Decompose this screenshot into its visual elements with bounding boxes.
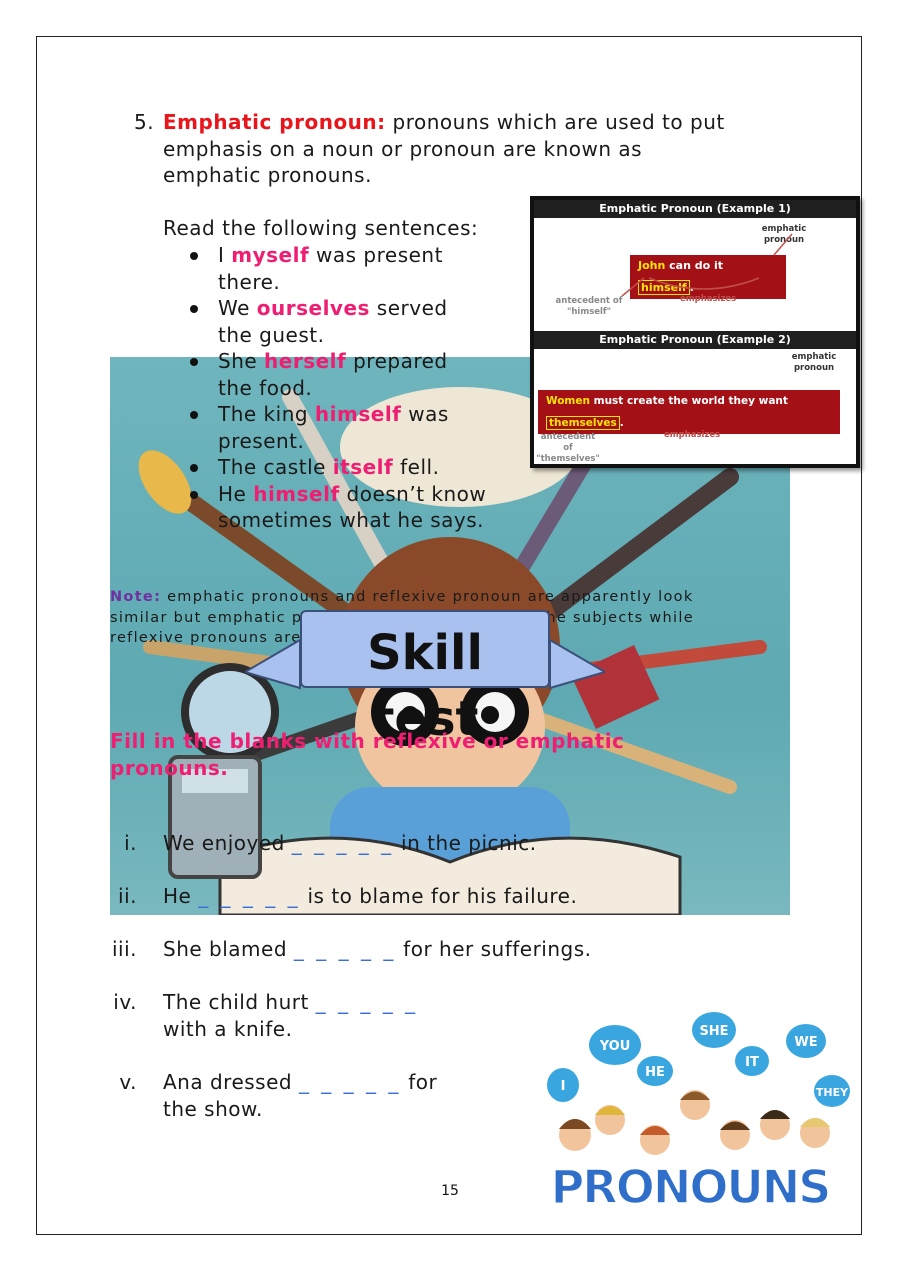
section-number: 5. [134, 110, 155, 134]
bubble-i: I [561, 1079, 566, 1094]
emphatic-word: herself [264, 349, 347, 373]
bubble-we: WE [794, 1035, 817, 1050]
emphatic-pronoun-examples-image: Emphatic Pronoun (Example 1) emphatic pr… [530, 196, 860, 468]
pronouns-word: PRONOUNS [551, 1160, 830, 1214]
page-number: 15 [441, 1183, 459, 1199]
list-item: The castle itself fell. [190, 454, 500, 481]
exercise-item: He _ _ _ _ _ is to blame for his failure… [163, 884, 578, 908]
bullet-icon [190, 358, 198, 366]
item-number: iii. [111, 937, 137, 961]
example-2-emphatic-label: emphatic pronoun [791, 352, 837, 373]
reading-child-illustration [110, 357, 790, 915]
list-item: He himself doesn’t know sometimes what h… [190, 481, 538, 534]
example-1-antecedent-label: antecedent of "himself" [555, 296, 623, 317]
bullet-icon [190, 411, 198, 419]
banner-line-1: Skill [367, 625, 483, 681]
list-item: We ourselves served the guest. [190, 295, 500, 348]
exercise-item: The child hurt _ _ _ _ _ with a knife. [163, 990, 419, 1041]
example-sentence-list: I myself was present there. We ourselves… [190, 242, 500, 534]
emphatic-word: ourselves [256, 296, 370, 320]
definition-text-1: pronouns which are used to put [392, 110, 725, 134]
exercise-item: Ana dressed _ _ _ _ _ for the show. [163, 1070, 438, 1121]
list-item: The king himself was present. [190, 401, 500, 454]
blank-field[interactable]: _ _ _ _ _ [291, 831, 395, 855]
skill-test-banner [300, 610, 550, 688]
bubble-you: YOU [599, 1039, 631, 1054]
emphatic-word: himself [253, 481, 340, 506]
example-2-emphasizes-label: emphasizes [664, 430, 721, 440]
blank-field[interactable]: _ _ _ _ _ [315, 990, 419, 1014]
bubble-they: THEY [816, 1086, 849, 1099]
emphatic-word: itself [332, 455, 394, 479]
item-number: ii. [118, 884, 137, 908]
blank-field[interactable]: _ _ _ _ _ [198, 884, 301, 908]
example-2-sentence: Women must create the world they want th… [538, 390, 840, 434]
example-1-sentence: John can do it himself. [630, 255, 786, 299]
definition-line-1: Emphatic pronoun: pronouns which are use… [163, 109, 813, 136]
bullet-icon [190, 490, 198, 499]
bubble-she: SHE [699, 1024, 728, 1039]
blank-field[interactable]: _ _ _ _ _ [293, 937, 397, 961]
read-intro: Read the following sentences: [163, 216, 479, 240]
banner-line-2: test [371, 691, 479, 747]
bubble-he: HE [645, 1065, 665, 1080]
item-number: i. [124, 831, 137, 855]
example-2-title: Emphatic Pronoun (Example 2) [534, 331, 856, 349]
bullet-icon [190, 464, 198, 472]
item-number: iv. [113, 990, 137, 1014]
item-number: v. [119, 1070, 137, 1094]
banner-title: Skill test [300, 620, 550, 752]
definition-line-3: emphatic pronouns. [163, 163, 372, 187]
example-2-antecedent-label: antecedent of "themselves" [536, 432, 600, 464]
definition-line-2: emphasis on a noun or pronoun are known … [163, 136, 643, 161]
example-1-title: Emphatic Pronoun (Example 1) [534, 200, 856, 218]
ribbon-ends [245, 638, 605, 690]
note-label: Note: [110, 589, 162, 605]
bullet-icon [190, 252, 198, 260]
emphatic-word: myself [231, 243, 310, 267]
list-item: She herself prepared the food. [190, 348, 500, 401]
bullet-icon [190, 305, 198, 313]
emphatic-word: himself [314, 402, 402, 426]
example-1-emphatic-label: emphatic pronoun [761, 224, 807, 245]
blank-field[interactable]: _ _ _ _ _ [298, 1070, 402, 1094]
term-label: Emphatic pronoun: [163, 110, 386, 134]
exercise-heading: Fill in the blanks with reflexive or emp… [110, 729, 625, 780]
exercise-item: We enjoyed _ _ _ _ _ in the picnic. [163, 831, 537, 855]
example-1-emphasizes-label: emphasizes [680, 294, 737, 304]
page-border [36, 36, 862, 1235]
exercise-item: She blamed _ _ _ _ _ for her sufferings. [163, 937, 592, 961]
pronouns-kids-illustration: YOU SHE WE HE IT I THEY PRONOUNS [530, 1005, 850, 1215]
list-item: I myself was present there. [190, 242, 500, 295]
bubble-it: IT [745, 1055, 759, 1070]
